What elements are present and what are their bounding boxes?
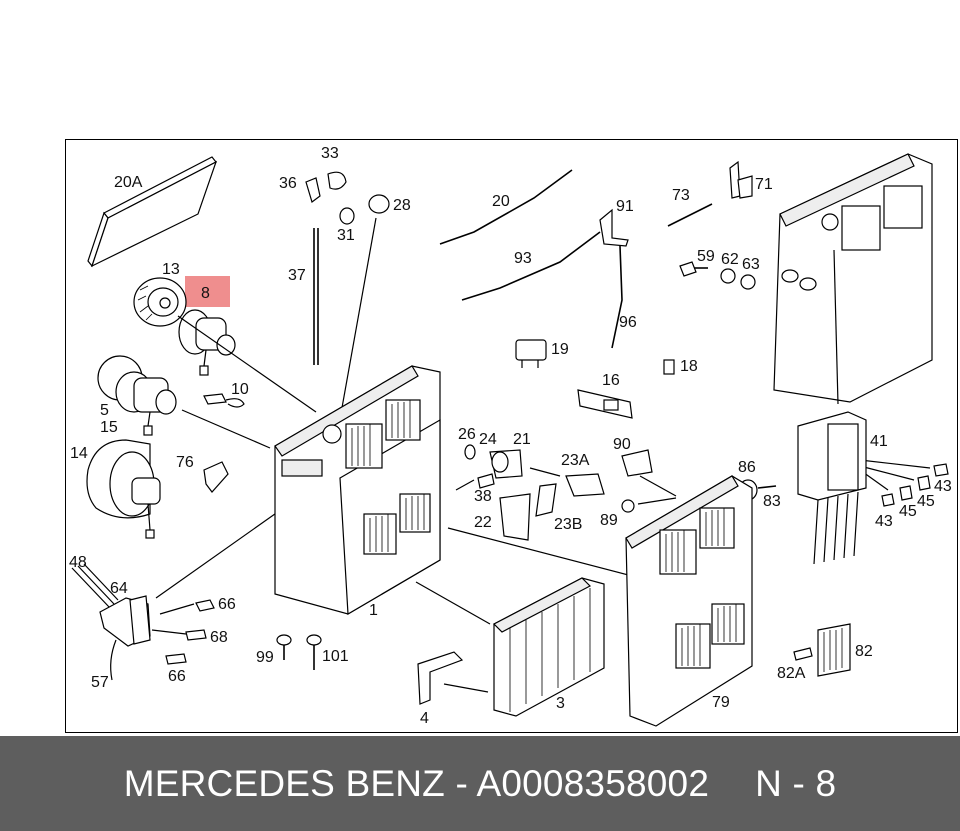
callout-43-right: 43 <box>934 478 952 495</box>
callout-labels: 20A 13 8 5 15 10 14 76 48 64 57 66 68 66… <box>69 145 952 727</box>
callout-59: 59 <box>697 248 715 265</box>
callout-63: 63 <box>742 256 760 273</box>
blower-housing-14 <box>86 439 161 539</box>
callout-90: 90 <box>613 436 631 453</box>
callout-68: 68 <box>210 629 228 646</box>
callout-15: 15 <box>100 419 118 436</box>
callout-89: 89 <box>600 512 618 529</box>
filter-panel-20a <box>87 156 218 268</box>
callout-22: 22 <box>474 514 492 531</box>
callout-99: 99 <box>256 649 274 666</box>
callout-71: 71 <box>755 176 773 193</box>
blower-wheel-13 <box>133 277 187 327</box>
callout-19: 19 <box>551 341 569 358</box>
callout-91: 91 <box>616 198 634 215</box>
callout-5: 5 <box>100 402 109 419</box>
callout-21: 21 <box>513 431 531 448</box>
callout-57: 57 <box>91 674 109 691</box>
callout-31: 31 <box>337 227 355 244</box>
bracket-91 <box>599 208 629 349</box>
callout-8: 8 <box>201 285 210 302</box>
callout-62: 62 <box>721 251 739 268</box>
callout-14: 14 <box>70 445 88 462</box>
lever-parts-36-33 <box>305 171 390 365</box>
callout-37: 37 <box>288 267 306 284</box>
separator: - <box>455 762 468 804</box>
callout-20a: 20A <box>114 174 143 191</box>
highlight-box <box>185 276 230 307</box>
position-label: N - 8 <box>755 762 837 804</box>
control-unit <box>773 153 933 405</box>
callout-64: 64 <box>110 580 128 597</box>
callout-10: 10 <box>231 381 249 398</box>
circuit-board-16 <box>577 389 633 419</box>
callout-33: 33 <box>321 145 339 162</box>
callout-101: 101 <box>322 648 349 665</box>
callout-66-top: 66 <box>218 596 236 613</box>
callout-24: 24 <box>479 431 497 448</box>
footer-bar: MERCEDES BENZ - A0008358002 N - 8 <box>0 736 960 831</box>
callout-41: 41 <box>870 433 888 450</box>
lever-assembly-48 <box>71 563 151 681</box>
callout-83: 83 <box>763 493 781 510</box>
callout-23b: 23B <box>554 516 582 533</box>
control-rods-20-93 <box>439 169 601 301</box>
part-number: A0008358002 <box>476 762 710 804</box>
cover-panel-79 <box>625 475 753 727</box>
resistor-10 <box>203 393 245 408</box>
switch-panel-41 <box>797 411 949 565</box>
clip-4 <box>417 651 464 705</box>
callout-79: 79 <box>712 694 730 711</box>
hose-clip-73 <box>667 160 753 227</box>
fuse-18 <box>663 359 675 375</box>
callout-20: 20 <box>492 193 510 210</box>
callout-82a: 82A <box>777 665 806 682</box>
relay-19 <box>515 339 547 368</box>
actuator-90 <box>621 449 653 513</box>
callout-26: 26 <box>458 426 476 443</box>
callout-48: 48 <box>69 554 87 571</box>
callout-18: 18 <box>680 358 698 375</box>
callout-45-right: 45 <box>917 493 935 510</box>
blower-assembly-5 <box>97 355 177 436</box>
callout-16: 16 <box>602 372 620 389</box>
callout-66-bottom: 66 <box>168 668 186 685</box>
callout-93: 93 <box>514 250 532 267</box>
callout-4: 4 <box>420 710 429 727</box>
callout-28: 28 <box>393 197 411 214</box>
callout-82: 82 <box>855 643 873 660</box>
callout-1: 1 <box>369 602 378 619</box>
callout-13: 13 <box>162 261 180 278</box>
bracket-76 <box>203 461 229 493</box>
callout-96: 96 <box>619 314 637 331</box>
fasteners-59-63 <box>679 261 756 290</box>
brand-name: MERCEDES BENZ <box>123 762 445 804</box>
label-82 <box>793 623 851 677</box>
callout-38: 38 <box>474 488 492 505</box>
callout-76: 76 <box>176 454 194 471</box>
callout-23a: 23A <box>561 452 590 469</box>
screws-99-101 <box>276 634 322 670</box>
callout-36: 36 <box>279 175 297 192</box>
heater-core-3 <box>492 577 605 717</box>
callout-45-left: 45 <box>899 503 917 520</box>
heater-box-1 <box>274 365 441 616</box>
footer-caption: MERCEDES BENZ - A0008358002 N - 8 <box>124 763 837 805</box>
callout-86: 86 <box>738 459 756 476</box>
callout-43-left: 43 <box>875 513 893 530</box>
callout-3: 3 <box>556 695 565 712</box>
callout-73: 73 <box>672 187 690 204</box>
small-components-21-24 <box>464 444 605 541</box>
blower-motor-8 <box>178 309 236 376</box>
small-parts-66-68 <box>165 599 215 665</box>
